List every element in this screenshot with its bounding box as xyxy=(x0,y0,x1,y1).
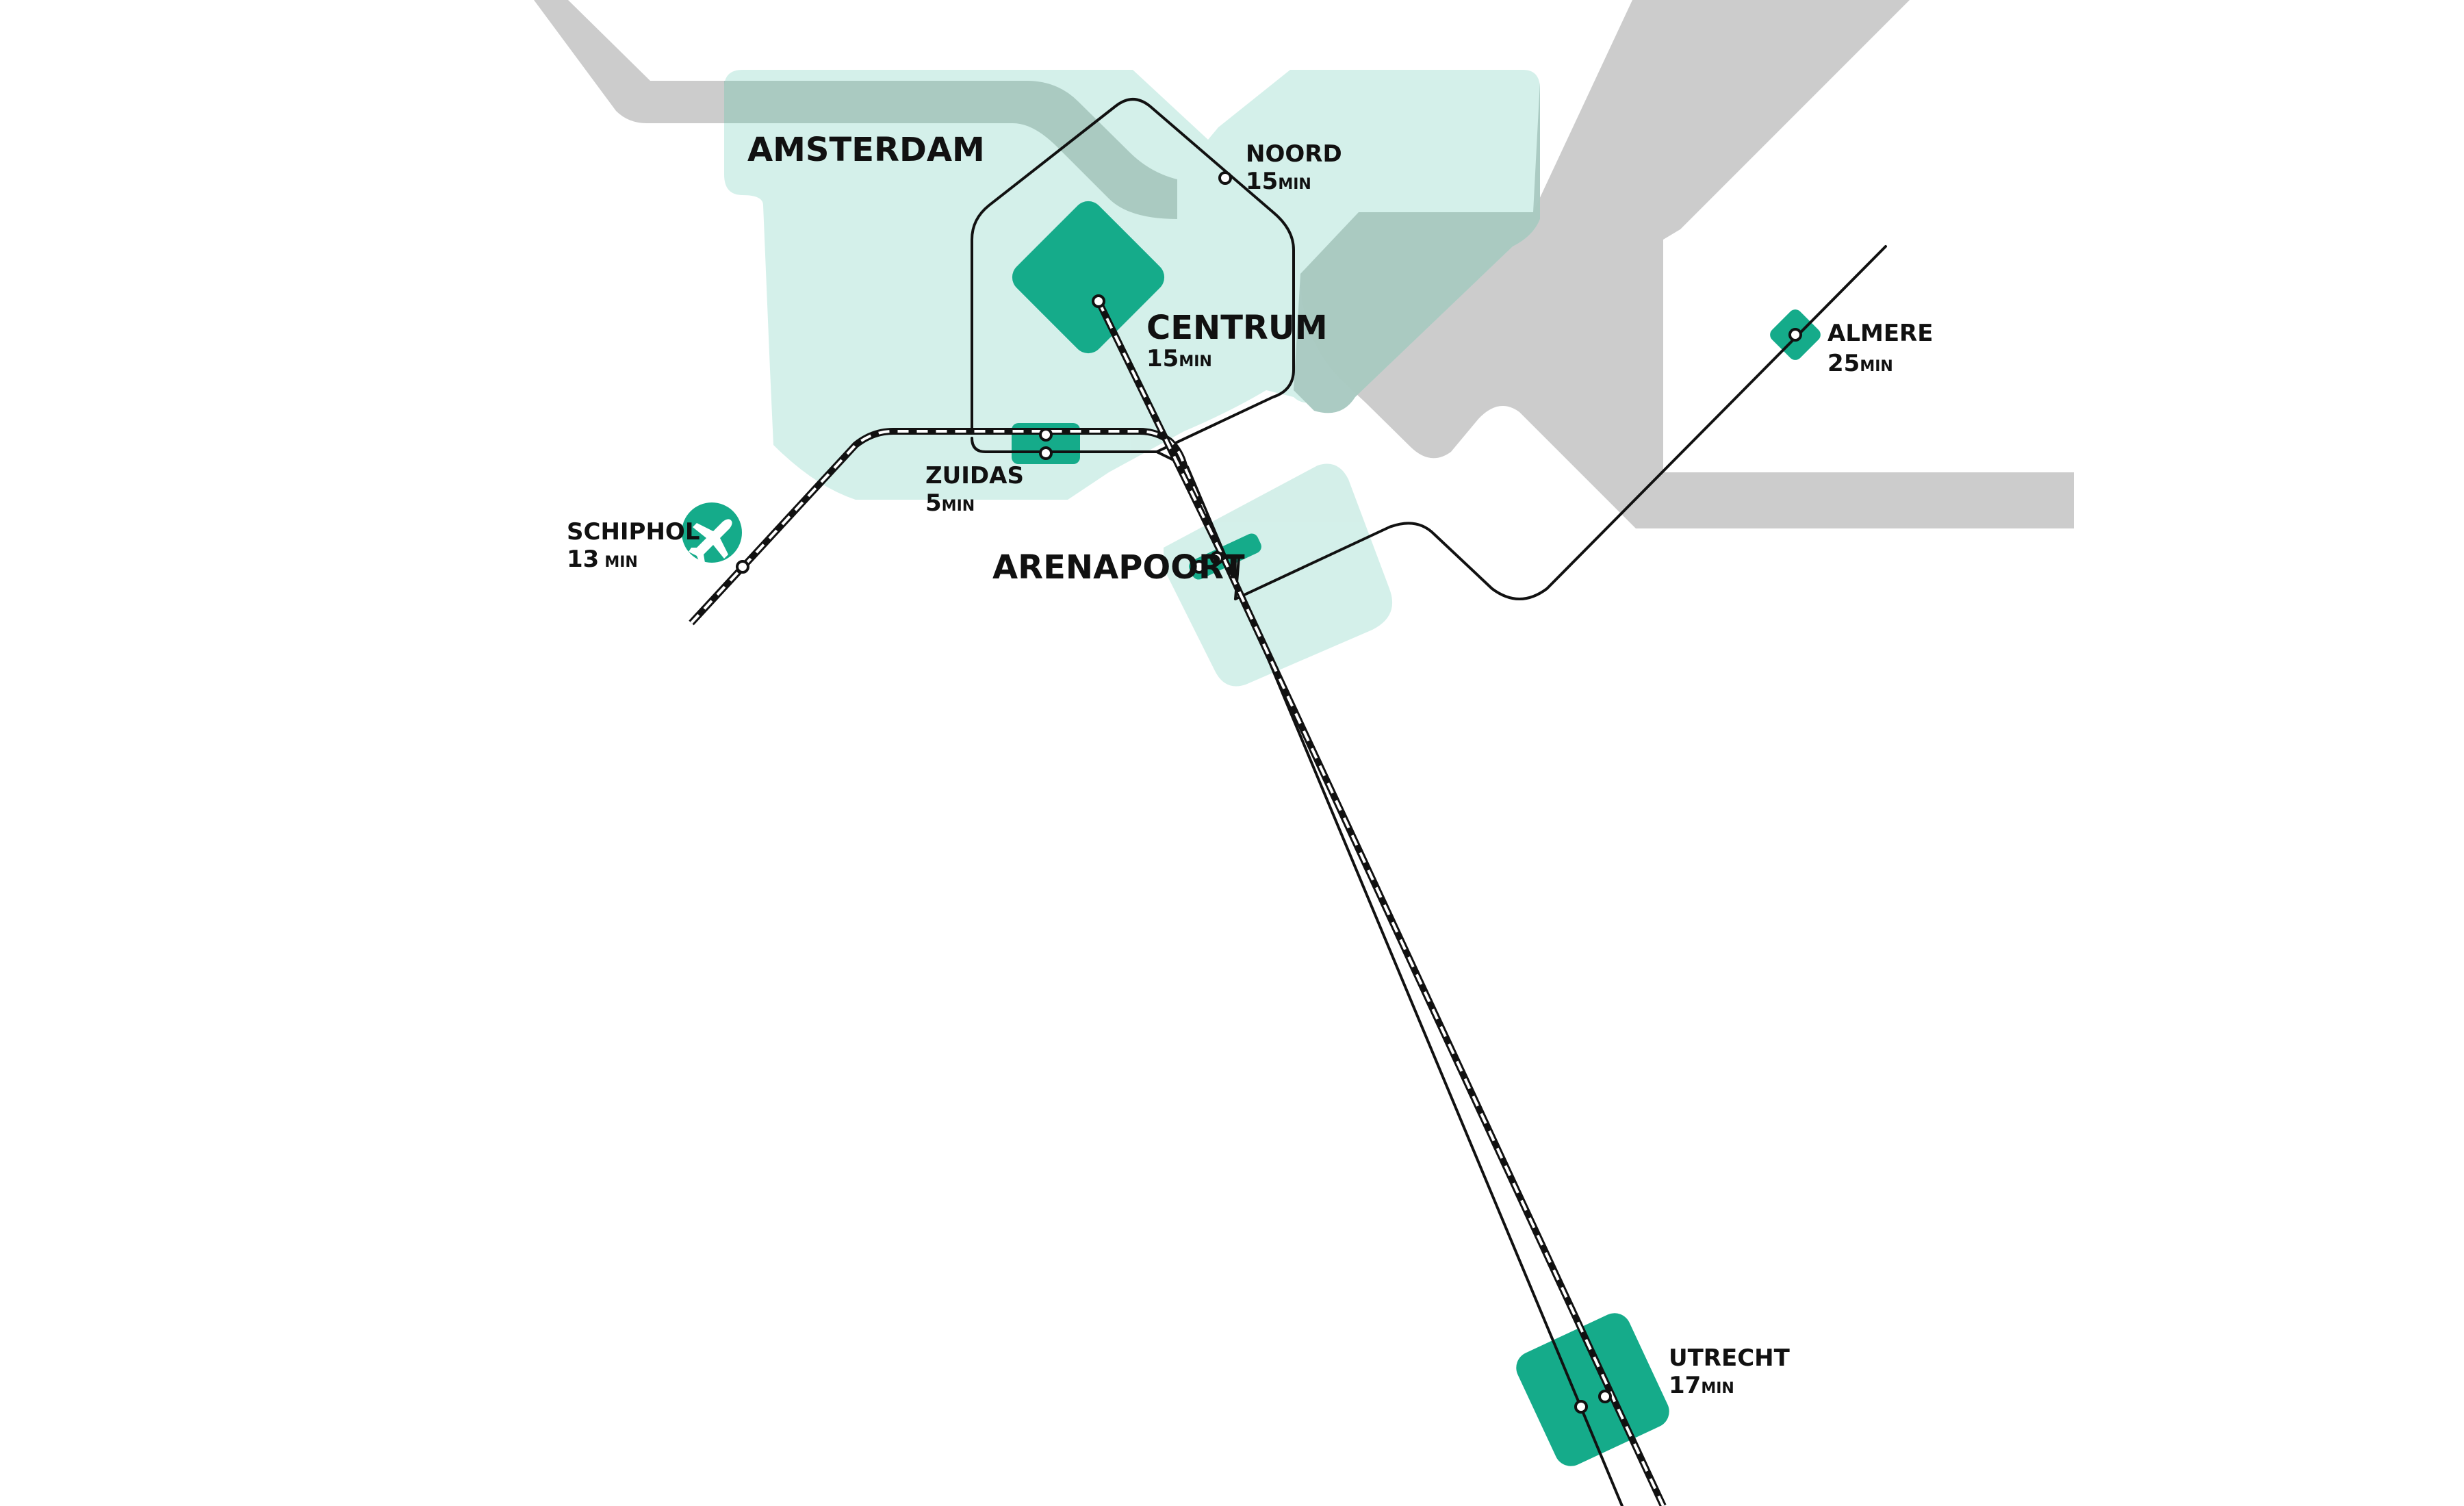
centrum-station[interactable] xyxy=(1092,294,1105,308)
utrecht-time: 17MIN xyxy=(1669,1372,1734,1399)
almere-label: ALMERE xyxy=(1827,320,1933,347)
centrum-hub[interactable] xyxy=(1006,195,1170,359)
station-dots xyxy=(736,171,1802,1414)
zuidas-time: 5MIN xyxy=(925,489,975,517)
ij-overlap xyxy=(724,81,1177,219)
rail-schiphol-utrecht-dash xyxy=(690,430,1665,1506)
arenapoort-station-rail[interactable] xyxy=(1210,551,1224,565)
arenapoort-area xyxy=(1164,463,1393,687)
zuidas-station-metro[interactable] xyxy=(1039,446,1053,460)
almere-station[interactable] xyxy=(1788,328,1802,342)
centrum-label: CENTRUM xyxy=(1146,309,1328,347)
metro-ring-centrum xyxy=(971,98,1295,453)
zuidas-station-rail[interactable] xyxy=(1039,428,1053,442)
metro-almere xyxy=(1234,245,1887,600)
noord-time: 15MIN xyxy=(1246,168,1311,195)
utrecht-hub[interactable] xyxy=(1511,1307,1674,1471)
almere-time: 25MIN xyxy=(1827,350,1893,377)
airplane-icon xyxy=(682,502,742,565)
noord-label: NOORD xyxy=(1246,140,1342,168)
hub-layer xyxy=(1006,195,1821,1471)
labels: AMSTERDAM CENTRUM 15MIN NOORD 15MIN ZUID… xyxy=(567,131,1933,1399)
amsterdam-label: AMSTERDAM xyxy=(747,131,985,169)
schiphol-label: SCHIPHOL xyxy=(567,518,700,546)
arenapoort-label: ARENAPOORT xyxy=(992,548,1245,587)
overlap-layer xyxy=(724,81,1540,413)
utrecht-label: UTRECHT xyxy=(1669,1344,1791,1372)
rail-centrum-dash xyxy=(1097,301,1227,562)
rail-lines xyxy=(689,299,1667,1506)
noord-station[interactable] xyxy=(1218,171,1232,185)
utrecht-station-rail[interactable] xyxy=(1598,1390,1612,1403)
arenapoort-station-metro[interactable] xyxy=(1192,560,1206,574)
schiphol-station[interactable] xyxy=(736,560,749,574)
markermeer xyxy=(1300,0,2074,528)
zuidas-label: ZUIDAS xyxy=(925,462,1024,489)
centrum-time: 15MIN xyxy=(1146,345,1212,372)
markermeer-overlap xyxy=(1294,82,1540,413)
utrecht-station-metro[interactable] xyxy=(1574,1400,1588,1414)
